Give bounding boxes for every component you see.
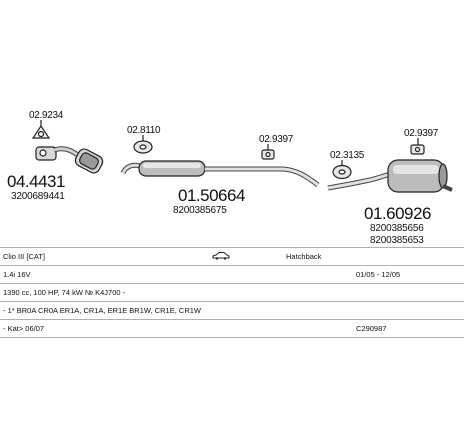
body-type: Hatchback	[286, 252, 322, 261]
exhaust-diagram	[31, 120, 453, 193]
rear-silencer-drawing	[327, 159, 453, 193]
table-row-note: - Kat> 06/07 C290987	[0, 319, 464, 338]
hanger-drawing-4	[410, 138, 425, 155]
engine-type: 1.4i 16V	[3, 270, 31, 279]
car-body-icon	[212, 251, 230, 262]
system-code: C290987	[356, 324, 387, 333]
oem-number-catalytic-converter: 3200689441	[11, 191, 65, 202]
part-number-center-silencer: 01.50664	[178, 186, 245, 205]
vehicle-info-table: Clio III [CAT] Hatchback 1.4i 16V 01/05 …	[0, 247, 464, 338]
table-row-engine: 1.4i 16V 01/05 - 12/05	[0, 265, 464, 283]
oem-number-center-silencer: 8200385675	[173, 205, 227, 216]
part-number-hanger-3: 02.3135	[330, 150, 365, 161]
hanger-drawing-2	[261, 144, 275, 160]
table-row-chassis: - 1* BR0A CR0A ER1A, CR1A, ER1E BR1W, CR…	[0, 301, 464, 319]
hanger-drawing-1	[133, 135, 153, 154]
model-name: Clio III [CAT]	[3, 252, 45, 261]
catalyst-note: - Kat> 06/07	[3, 324, 45, 333]
oem-number-rear-silencer-1: 8200385656	[370, 223, 424, 234]
table-row-model: Clio III [CAT] Hatchback	[0, 247, 464, 265]
production-years: 01/05 - 12/05	[356, 270, 401, 279]
gasket-clamp-drawing	[31, 120, 51, 139]
chassis-codes: - 1* BR0A CR0A ER1A, CR1A, ER1E BR1W, CR…	[3, 306, 201, 315]
part-number-hanger-1: 02.8110	[127, 125, 161, 136]
part-number-clamp: 02.9234	[29, 110, 64, 121]
hanger-drawing-3	[332, 160, 352, 180]
part-number-hanger-4: 02.9397	[404, 128, 439, 139]
part-number-hanger-2: 02.9397	[259, 134, 294, 145]
part-number-rear-silencer: 01.60926	[364, 204, 431, 223]
part-number-catalytic-converter: 04.4431	[7, 172, 65, 191]
table-row-spec: 1390 cc, 100 HP, 74 kW № K4J700 -	[0, 283, 464, 301]
center-silencer-drawing	[120, 160, 320, 188]
engine-spec: 1390 cc, 100 HP, 74 kW № K4J700 -	[3, 288, 126, 297]
oem-number-rear-silencer-2: 8200385653	[370, 235, 424, 246]
catalytic-converter-drawing	[35, 146, 104, 174]
